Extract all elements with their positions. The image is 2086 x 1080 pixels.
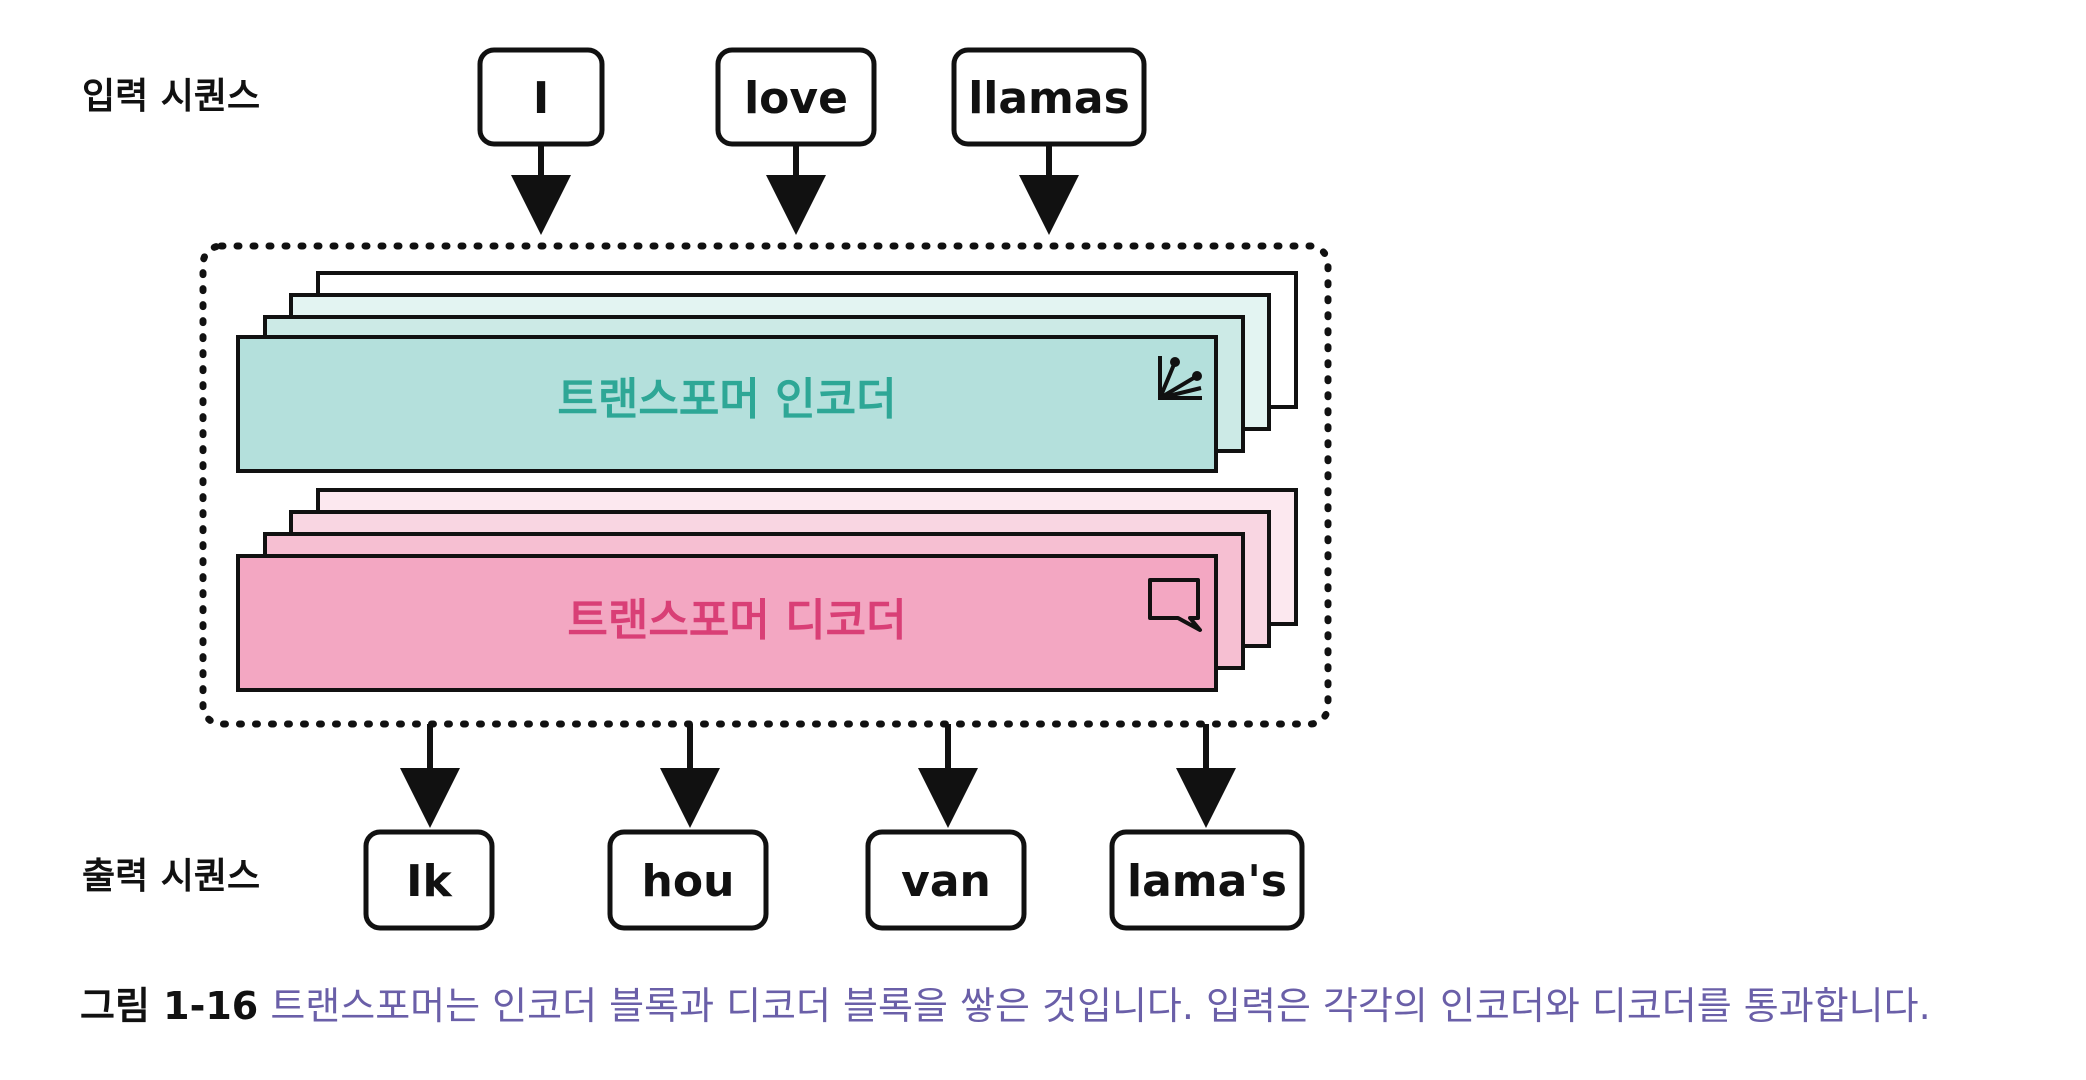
decoder-label: 트랜스포머 디코더 (567, 595, 906, 646)
model-boundary (199, 242, 1332, 728)
output-sequence-label: 출력 시퀀스 (82, 856, 260, 897)
input-token-box: I (477, 47, 605, 147)
decoder-stack: 트랜스포머 디코더 (236, 488, 1298, 692)
figure-caption: 그림 1-16 트랜스포머는 인코더 블록과 디코더 블록을 쌓은 것입니다. … (80, 975, 1931, 1030)
transformer-diagram: 입력 시퀀스 출력 시퀀스 I love llamas 트랜스포머 인코더 (82, 47, 1332, 931)
output-token-text: van (901, 856, 991, 907)
input-sequence-label: 입력 시퀀스 (82, 76, 260, 117)
encoder-label: 트랜스포머 인코더 (557, 374, 896, 425)
output-token-box: hou (607, 829, 769, 931)
output-token-text: Ik (406, 856, 453, 907)
output-token-box: lama's (1109, 829, 1305, 931)
input-token-box: love (715, 47, 877, 147)
speech-bubble-icon (1148, 578, 1202, 632)
caption-label: 그림 1-16 (80, 984, 259, 1028)
embedding-vectors-icon (1158, 356, 1202, 400)
output-token-box: van (865, 829, 1027, 931)
input-token-text: love (744, 73, 848, 124)
output-token-text: hou (642, 856, 735, 907)
output-arrows (400, 724, 1236, 828)
output-token-box: Ik (363, 829, 495, 931)
input-token-box: llamas (951, 47, 1147, 147)
output-token-text: lama's (1127, 856, 1287, 907)
input-arrows (511, 146, 1079, 235)
input-token-text: llamas (968, 73, 1130, 124)
encoder-stack: 트랜스포머 인코더 (236, 271, 1298, 473)
input-token-text: I (533, 73, 549, 124)
caption-text: 트랜스포머는 인코더 블록과 디코더 블록을 쌓은 것입니다. 입력은 각각의 … (270, 984, 1931, 1028)
